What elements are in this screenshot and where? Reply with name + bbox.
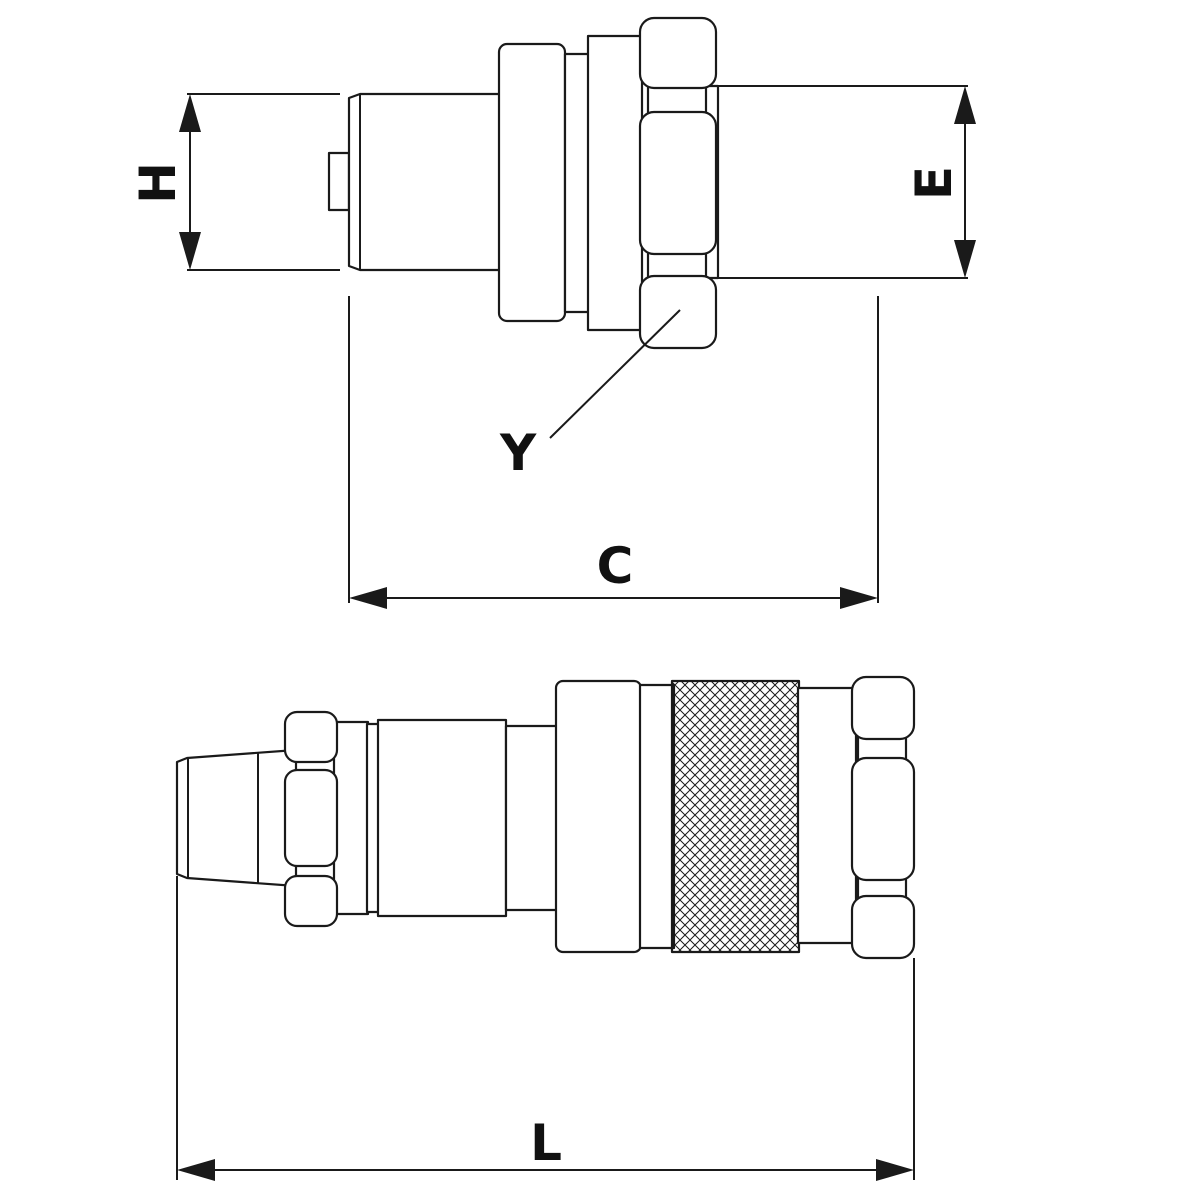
y-leader-line xyxy=(549,309,681,439)
dimension-label-y: Y xyxy=(499,424,537,482)
small-nut-face-bottom xyxy=(283,874,339,928)
hex-nut-face-top xyxy=(638,16,718,90)
plug-shoulder xyxy=(497,42,567,323)
hex-nut-face-middle xyxy=(638,110,718,256)
dimension-label-c: C xyxy=(597,537,634,595)
dimension-label-h: H xyxy=(129,162,187,204)
plug-flange xyxy=(586,34,644,332)
dimension-label-l: L xyxy=(530,1114,562,1172)
small-nut-face-top xyxy=(283,710,339,764)
coupler-collar xyxy=(638,683,676,950)
coupler-sleeve xyxy=(376,718,508,918)
dimension-c xyxy=(348,296,879,609)
dimension-e xyxy=(718,85,976,279)
large-nut-face-middle xyxy=(850,756,916,882)
female-coupler-drawing xyxy=(175,675,916,960)
plug-nose xyxy=(347,92,502,272)
plug-nub xyxy=(327,151,351,212)
dimension-label-e: E xyxy=(905,166,963,200)
coupler-back-collar xyxy=(796,686,858,945)
knurled-sleeve xyxy=(670,679,801,954)
dimension-h xyxy=(179,93,340,271)
coupler-body xyxy=(554,679,643,954)
dimension-l xyxy=(176,876,915,1181)
small-nut-body xyxy=(332,720,370,916)
coupler-neck xyxy=(504,724,560,912)
large-nut-face-top xyxy=(850,675,916,741)
large-nut-face-bottom xyxy=(850,894,916,960)
small-nut-face-middle xyxy=(283,768,339,868)
male-plug-drawing xyxy=(327,16,720,350)
plug-collar xyxy=(563,52,591,314)
coupler-hose-tail xyxy=(175,748,298,888)
